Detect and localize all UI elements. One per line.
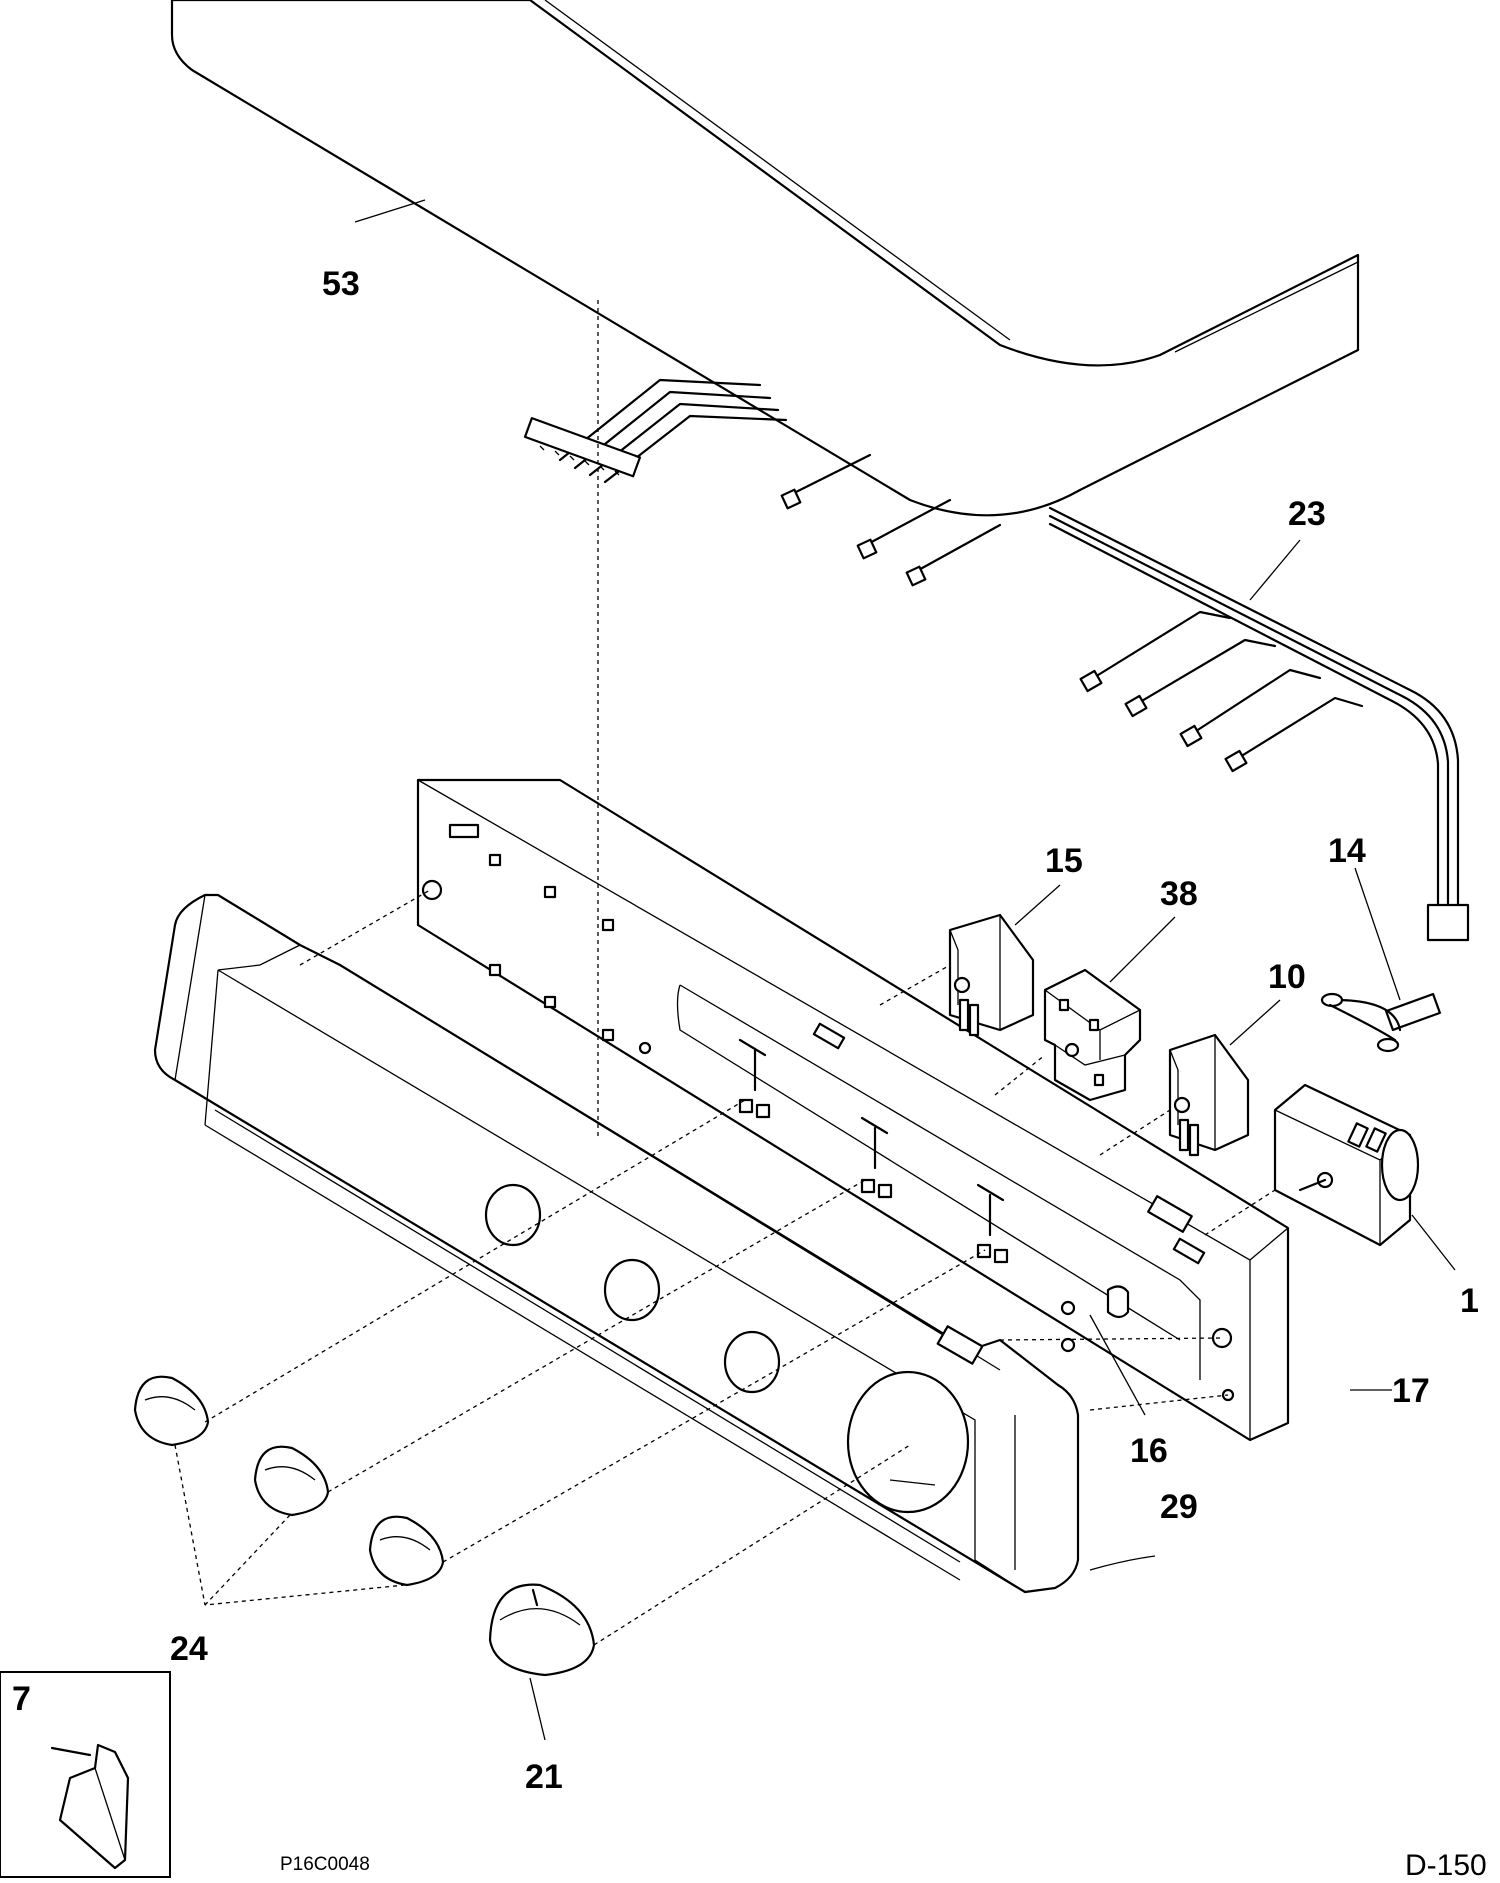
page-code: D-150: [1405, 1849, 1487, 1882]
callout-10: 10: [1268, 958, 1306, 996]
leader-21: [529, 1677, 546, 1741]
part-24-knob-b: [253, 1445, 330, 1517]
part-38-switch: [1043, 968, 1142, 1102]
callout-16: 16: [1130, 1432, 1168, 1470]
part-16-clip: [1060, 1285, 1130, 1353]
callout-17: 17: [1392, 1372, 1430, 1410]
leader-23: [1249, 539, 1301, 601]
callout-1: 1: [1460, 1282, 1479, 1320]
part-24-knob-c: [368, 1515, 445, 1587]
part-29-front-console: [153, 893, 1080, 1594]
drawing-code: P16C0048: [280, 1854, 370, 1875]
callout-53: 53: [322, 265, 360, 303]
leader-29: [1089, 1555, 1156, 1571]
callout-24: 24: [170, 1630, 208, 1668]
part-1-timer: [1273, 1083, 1420, 1247]
leader-53: [354, 199, 426, 223]
leader-38: [1109, 916, 1176, 983]
leader-15: [1014, 884, 1061, 926]
leader-1: [1411, 1214, 1456, 1271]
leader-16: [1089, 1314, 1146, 1416]
part-14-jumper-wire: [1320, 992, 1442, 1053]
part-7-inset-box: [0, 1671, 171, 1878]
callout-29: 29: [1160, 1488, 1198, 1526]
callout-38: 38: [1160, 875, 1198, 913]
callout-7: 7: [12, 1680, 31, 1718]
leader-10: [1229, 999, 1281, 1046]
callout-15: 15: [1045, 842, 1083, 880]
part-17-control-panel: [416, 778, 1290, 1442]
callout-21: 21: [525, 1758, 563, 1796]
part-24-knob-a: [133, 1375, 210, 1447]
callout-23: 23: [1288, 495, 1326, 533]
part-23-wire-harness: [1048, 506, 1470, 942]
wire-harness-connector: [523, 378, 788, 484]
assembly-lines: [204, 300, 1276, 1646]
short-wires-terminals: [780, 453, 1002, 587]
part-21-timer-knob: [488, 1583, 596, 1677]
leader-14: [1354, 867, 1401, 1001]
leader-24: [174, 1444, 406, 1606]
callout-14: 14: [1328, 832, 1366, 870]
part-15-switch: [948, 913, 1035, 1037]
part-53-top-panel: [170, 0, 1360, 517]
part-10-switch: [1168, 1033, 1250, 1157]
